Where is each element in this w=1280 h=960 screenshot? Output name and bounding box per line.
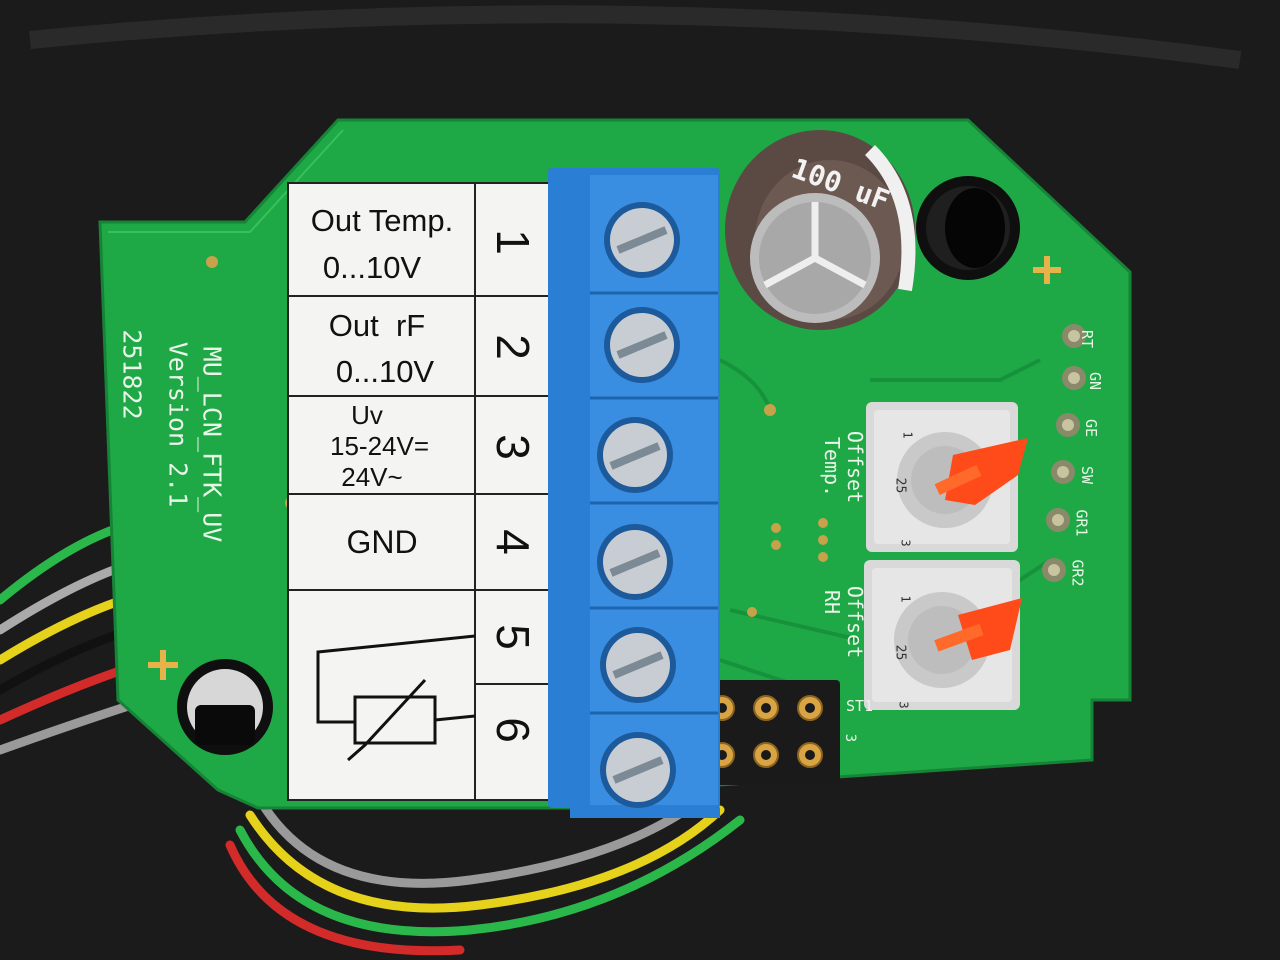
label-row-2-line2: 0...10V [335, 354, 435, 389]
label-row-6-number: 6 [487, 717, 539, 743]
plus-markers [148, 256, 1061, 680]
label-card-rows [288, 295, 550, 685]
potentiometer-rh [864, 560, 1022, 710]
st1-pad-header [709, 680, 840, 785]
pot-temp-mark-1: 1 [900, 431, 915, 439]
wire-loop-yellow [245, 805, 725, 913]
silk-pin-sw: SW [1078, 465, 1097, 485]
pot-rh-mark-1: 1 [898, 595, 913, 603]
wire-loop-red [225, 840, 465, 956]
silk-st1: ST1 [846, 697, 874, 715]
enclosure-rim [29, 5, 1242, 69]
label-row-3-number: 3 [487, 434, 539, 460]
pcb-edge-highlight [108, 129, 344, 233]
label-card [287, 182, 551, 801]
pot-rh-mark-3: 3 [896, 701, 911, 709]
label-row-4-number: 4 [487, 529, 539, 555]
label-row-2-line1: Out rF [328, 308, 426, 343]
pot-rh-mark-25: 25 [892, 644, 908, 661]
label-row-1-number: 1 [487, 229, 539, 255]
pot-temp-mark-25: 25 [892, 477, 908, 494]
header-pins [1042, 324, 1086, 582]
wire-loop-green [235, 815, 745, 937]
wire-loop-grey [255, 795, 705, 888]
silk-offset-temp-1: Offset [843, 430, 867, 504]
silk-digit-3: 3 [842, 733, 859, 743]
label-row-1-line2: 0...10V [322, 250, 422, 285]
silk-pin-ge: GE [1082, 418, 1101, 438]
silk-pin-gr1: GR1 [1072, 509, 1091, 537]
silk-pin-gn: GN [1086, 371, 1105, 391]
silk-version: Version 2.1 [163, 341, 193, 508]
label-row-2-number: 2 [487, 334, 539, 360]
silk-date-code: 251822 [117, 329, 147, 420]
silk-pin-gr2: GR2 [1068, 559, 1087, 587]
silk-offset-temp-2: Temp. [820, 436, 844, 498]
mounting-hole-top-right [916, 176, 1020, 280]
silk-board-name: MU_LCN_FTK_UV [197, 346, 227, 543]
label-row-3-line3: 24V~ [341, 462, 403, 492]
silk-pin-rt: RT [1078, 329, 1097, 349]
potentiometer-temp [866, 402, 1028, 552]
mounting-hole-bottom-left [177, 659, 273, 755]
capacitor [725, 130, 916, 330]
pot-temp-mark-3: 3 [898, 539, 913, 547]
label-row-5-number: 5 [487, 624, 539, 650]
label-row-3-line2: 15-24V= [329, 431, 430, 461]
thermistor-symbol-icon [316, 634, 476, 762]
screw-slots [609, 226, 668, 784]
label-row-1-line1: Out Temp. [310, 203, 454, 238]
silk-offset-rh-2: RH [820, 589, 844, 615]
label-row-3-line1: Uv [351, 400, 383, 430]
label-row-4-line1: GND [346, 524, 418, 560]
silk-offset-rh-1: Offset [843, 585, 867, 659]
terminal-block [548, 168, 720, 818]
